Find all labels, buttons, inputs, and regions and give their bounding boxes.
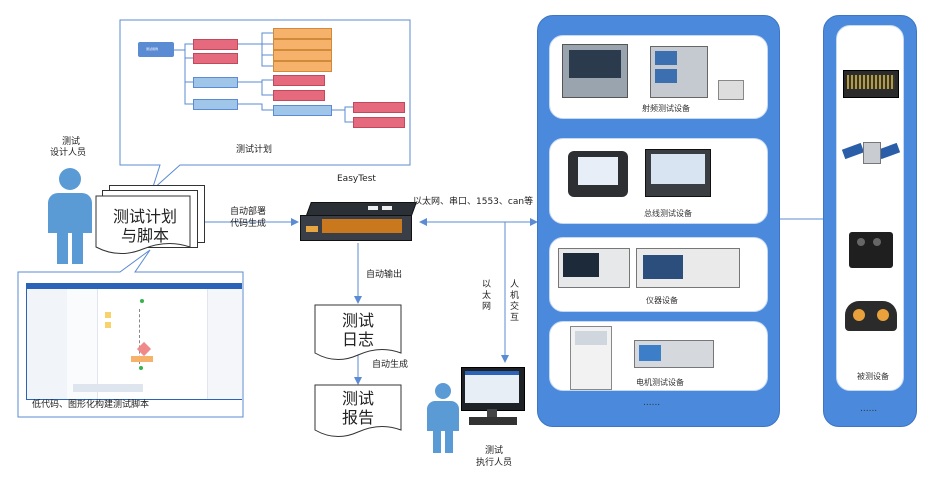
report-doc-shape	[314, 384, 402, 437]
plan-node-orange-4	[273, 61, 332, 72]
dut-label: 被测设备	[857, 372, 889, 381]
report-doc-line1: 测试	[341, 389, 374, 408]
script-caption: 低代码、图形化构建测试脚本	[32, 400, 150, 410]
designer-person-icon	[48, 168, 92, 264]
auto-deploy-line1: 自动部署	[230, 207, 267, 217]
report-doc-line2: 报告	[341, 408, 374, 427]
plan-node-blue-3	[273, 105, 332, 116]
plan-node-red-6	[353, 117, 405, 128]
hci-vertical-label: 人机交互	[510, 280, 520, 323]
plan-doc-stack	[95, 185, 205, 255]
script-builder-window	[26, 283, 242, 400]
equipment-card-instrument: 仪器设备	[549, 237, 768, 312]
dut-card: 被测设备	[836, 25, 904, 391]
equipment-card-label-motor: 电机测试设备	[636, 378, 684, 387]
designer-label-line2: 设计人员	[50, 148, 87, 158]
plan-node-red-2	[193, 53, 238, 64]
equipment-card-motor: 电机测试设备	[549, 321, 768, 391]
plan-caption: 测试计划	[236, 145, 273, 155]
plan-node-orange-3	[273, 50, 332, 61]
equipment-card-label-rf: 射频测试设备	[642, 104, 690, 113]
rf-probe-image	[718, 80, 744, 100]
plan-node-orange-1	[273, 28, 332, 39]
auto-deploy-line2: 代码生成	[230, 219, 267, 229]
equipment-more: ......	[643, 398, 661, 408]
motor-controller-image	[634, 340, 714, 368]
bus-laptop-image	[645, 149, 711, 197]
executor-label-line1: 测试	[485, 446, 504, 456]
dut-dashboard-image	[845, 301, 897, 331]
plan-doc-line2: 与脚本	[120, 226, 169, 245]
power-meter-image	[636, 248, 740, 288]
executor-label-line2: 执行人员	[476, 458, 513, 468]
plan-node-red-4	[273, 90, 325, 101]
plan-node-blue-1	[193, 77, 238, 88]
motor-rack-image	[570, 326, 612, 390]
equipment-card-bus: 总线测试设备	[549, 138, 768, 224]
plan-node-red-1	[193, 39, 238, 50]
bus-label: 以太网、串口、1553、can等	[413, 197, 534, 207]
executor-person-icon	[427, 383, 459, 453]
auto-generate-label: 自动生成	[372, 360, 409, 370]
equipment-card-rf: 射频测试设备	[549, 35, 768, 119]
log-doc-shape	[314, 304, 402, 360]
log-doc-line1: 测试	[341, 311, 374, 330]
plan-node-blue-2	[193, 99, 238, 110]
log-doc-line2: 日志	[341, 330, 374, 349]
dut-satellite-image	[841, 134, 901, 174]
plan-doc-line1: 测试计划	[112, 207, 177, 226]
plan-node-red-5	[353, 102, 405, 113]
rf-signal-gen-image	[650, 46, 708, 98]
oscilloscope-image	[558, 248, 630, 288]
dut-rack-image	[843, 70, 899, 98]
plan-node-orange-2	[273, 39, 332, 50]
equipment-card-label-bus: 总线测试设备	[644, 209, 692, 218]
auto-output-label: 自动输出	[366, 270, 403, 280]
dut-module-image	[849, 232, 893, 268]
ethernet-vertical-label: 以太网	[482, 280, 492, 312]
dut-more: ......	[860, 404, 878, 414]
bus-tester-image	[568, 151, 628, 197]
plan-box-outline	[119, 19, 411, 192]
plan-node-red-3	[273, 75, 325, 86]
equipment-card-label-instrument: 仪器设备	[646, 296, 678, 305]
plan-node-root: 测试用例	[138, 42, 174, 57]
rf-analyzer-image	[562, 44, 628, 98]
easytest-device	[300, 202, 418, 242]
designer-label-line1: 测试	[62, 137, 81, 147]
executor-monitor	[461, 367, 525, 429]
device-label: EasyTest	[337, 174, 376, 184]
